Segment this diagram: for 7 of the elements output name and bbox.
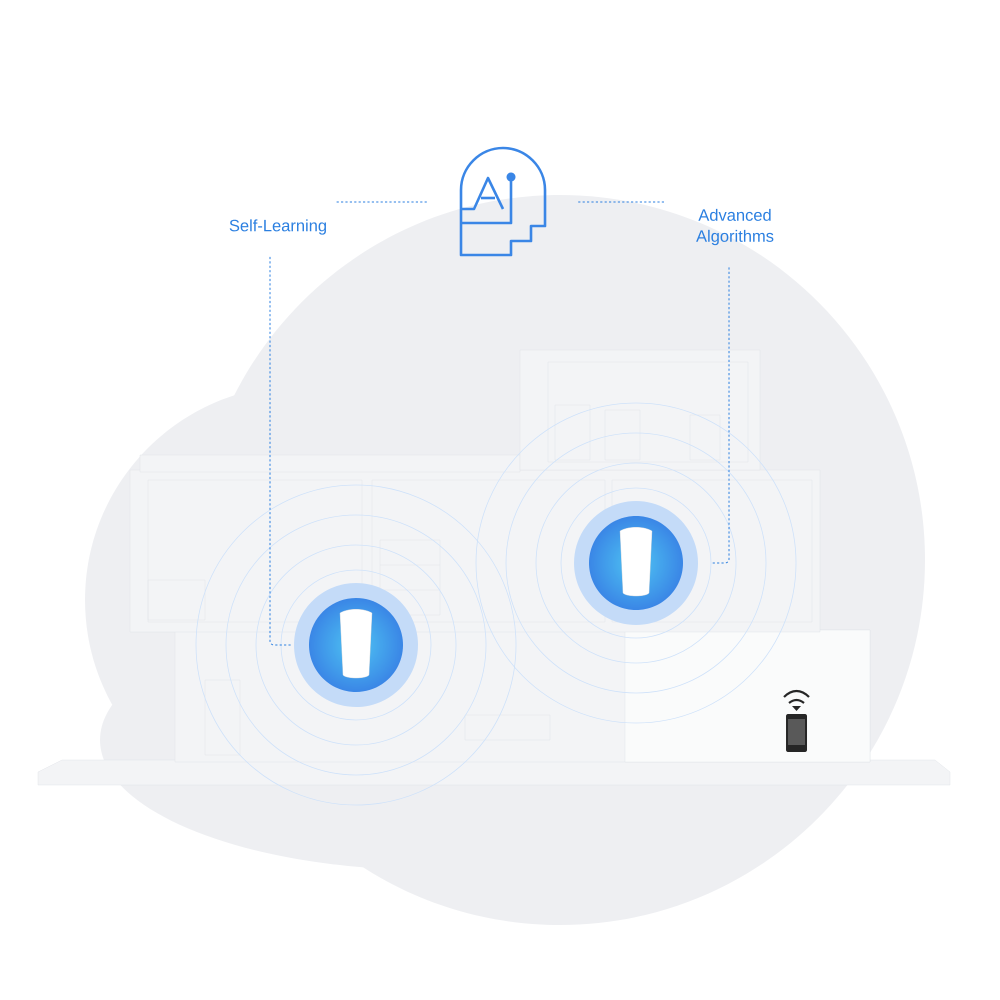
connector-line — [710, 266, 730, 564]
router-picture — [574, 501, 698, 625]
node-label: Self-Learning — [230, 219, 326, 235]
node-label: Advanced Algorithms — [696, 208, 774, 246]
connector-line — [270, 256, 292, 646]
ai-head-icon — [460, 146, 546, 256]
router-picture — [294, 583, 418, 707]
